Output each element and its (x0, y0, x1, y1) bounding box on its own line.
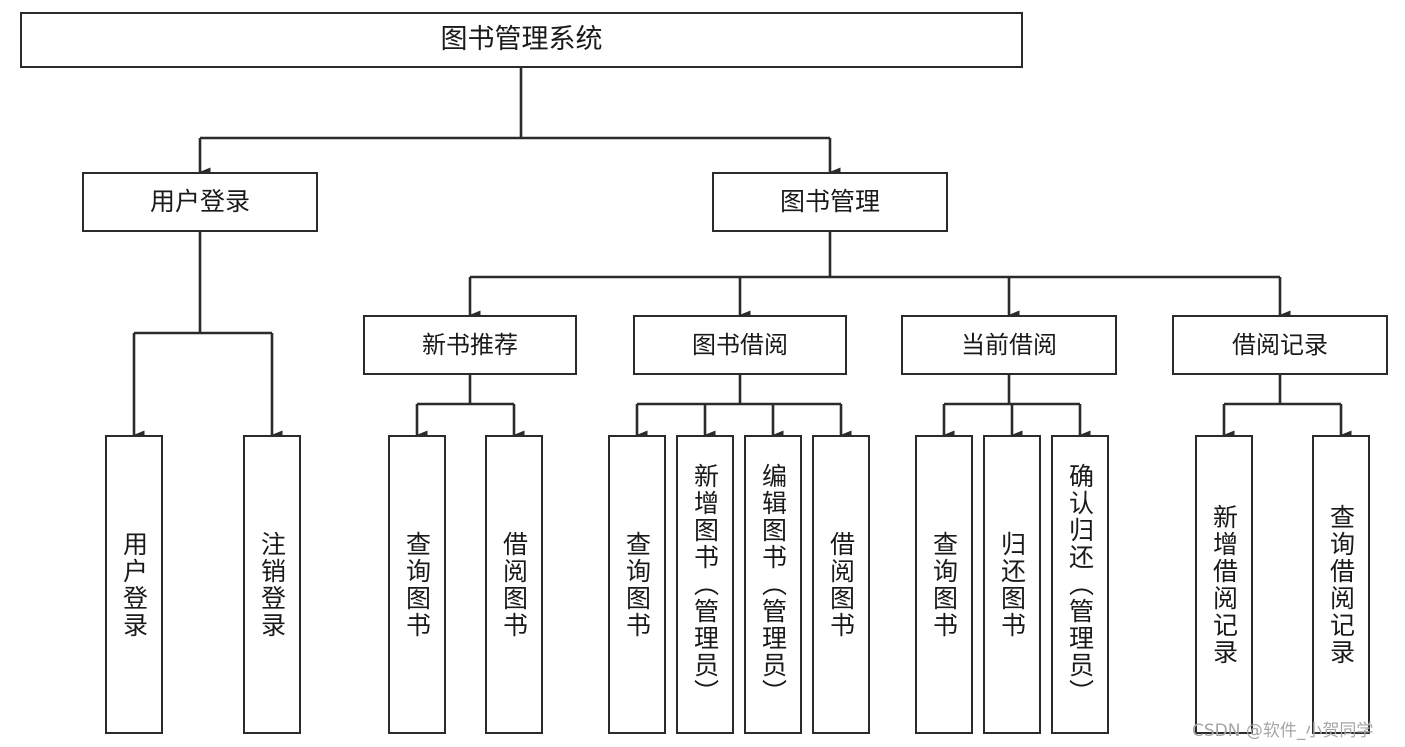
node-leaf-query-record-label: 查询借阅记录 (1326, 503, 1356, 666)
node-leaf-add-book-label: 新增图书（管理员） (690, 463, 720, 706)
node-book-management-label: 图书管理 (779, 187, 880, 216)
node-leaf-query-record[interactable]: 查询借阅记录 (1312, 435, 1370, 734)
node-leaf-query-book-2-label: 查询图书 (622, 530, 652, 639)
node-leaf-edit-book[interactable]: 编辑图书（管理员） (744, 435, 802, 734)
node-leaf-user-login[interactable]: 用户登录 (105, 435, 163, 734)
node-current-borrow-label: 当前借阅 (961, 330, 1057, 359)
node-leaf-borrow-book-2[interactable]: 借阅图书 (812, 435, 870, 734)
node-book-borrow-label: 图书借阅 (692, 330, 788, 359)
node-leaf-confirm-return[interactable]: 确认归还（管理员） (1051, 435, 1109, 734)
node-leaf-query-book-3-label: 查询图书 (929, 530, 959, 639)
node-root-system[interactable]: 图书管理系统 (20, 12, 1023, 68)
node-book-management[interactable]: 图书管理 (712, 172, 948, 232)
node-book-borrow[interactable]: 图书借阅 (633, 315, 847, 375)
node-leaf-logout[interactable]: 注销登录 (243, 435, 301, 734)
node-leaf-add-record[interactable]: 新增借阅记录 (1195, 435, 1253, 734)
node-leaf-edit-book-label: 编辑图书（管理员） (758, 463, 788, 706)
node-root-system-label: 图书管理系统 (440, 23, 603, 55)
node-leaf-query-book-2[interactable]: 查询图书 (608, 435, 666, 734)
node-new-book-recommend[interactable]: 新书推荐 (363, 315, 577, 375)
node-leaf-return-book-label: 归还图书 (997, 530, 1027, 639)
node-leaf-add-book[interactable]: 新增图书（管理员） (676, 435, 734, 734)
node-new-book-recommend-label: 新书推荐 (422, 330, 518, 359)
node-leaf-borrow-book-2-label: 借阅图书 (826, 530, 856, 639)
node-user-login-label: 用户登录 (149, 187, 250, 216)
node-leaf-borrow-book-1[interactable]: 借阅图书 (485, 435, 543, 734)
node-leaf-query-book-1-label: 查询图书 (402, 530, 432, 639)
node-current-borrow[interactable]: 当前借阅 (901, 315, 1117, 375)
node-leaf-user-login-label: 用户登录 (119, 530, 149, 639)
node-leaf-return-book[interactable]: 归还图书 (983, 435, 1041, 734)
node-user-login[interactable]: 用户登录 (82, 172, 318, 232)
node-borrow-record-label: 借阅记录 (1232, 330, 1328, 359)
node-leaf-logout-label: 注销登录 (257, 530, 287, 639)
node-leaf-query-book-1[interactable]: 查询图书 (388, 435, 446, 734)
node-leaf-add-record-label: 新增借阅记录 (1209, 503, 1239, 666)
node-leaf-borrow-book-1-label: 借阅图书 (499, 530, 529, 639)
node-borrow-record[interactable]: 借阅记录 (1172, 315, 1388, 375)
node-leaf-confirm-return-label: 确认归还（管理员） (1065, 463, 1095, 706)
node-leaf-query-book-3[interactable]: 查询图书 (915, 435, 973, 734)
